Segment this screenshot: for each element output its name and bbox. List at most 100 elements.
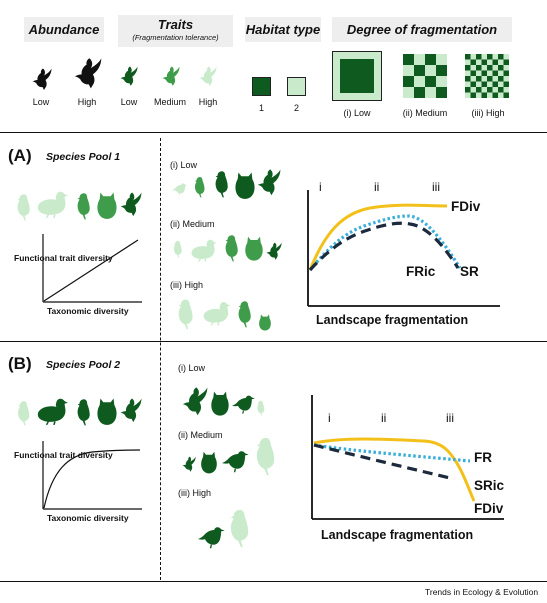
habitat-type-2-label: 2 [293,103,299,113]
fragmentation-high-label: (iii) High [471,108,505,118]
panel-a-level-low-label: (i) Low [170,160,198,170]
panel-b-xlabel: Landscape fragmentation [321,528,474,542]
fragmentation-medium-swatch [403,54,447,98]
trait-low-bird-icon [120,66,138,86]
panel-a-roman-i: i [319,180,322,194]
panel-b-roman-i: i [328,411,331,425]
abundance-low-label: Low [32,97,50,107]
panel-b-fr-label: FR [474,450,492,465]
habitat-title: Habitat type [245,22,321,37]
panel-a-mini-xlabel: Taxonomic diversity [47,306,129,316]
fdiv-curve-a [308,203,448,271]
fdiv-curve-b [313,437,476,502]
pool2-bird-5-icon [120,398,142,423]
pool2-bird-2-icon [37,398,68,425]
divider-middle [0,341,547,342]
habitat-type-1-swatch [252,77,271,96]
fragmentation-header-box [332,17,512,42]
mini-chart-a-line [43,239,139,302]
a-med-bird-5-icon [266,242,282,260]
abundance-title: Abundance [28,22,100,37]
a-low-bird-3-icon [215,171,228,198]
b-high-bird-1-icon [198,527,225,549]
a-low-bird-5-icon [257,169,281,196]
abundance-low-bird-icon [32,68,52,90]
panel-b-roman-iii: iii [446,411,454,425]
a-med-bird-3-icon [225,235,238,262]
habitat-type-1-label: 1 [258,103,264,113]
panel-b-mini-ylabel: Functional trait diversity [14,450,113,460]
panel-b-mini-chart [42,441,142,510]
panel-b-roman-ii: ii [381,411,387,425]
b-med-bird-4-icon [256,437,275,476]
fragmentation-title: Degree of fragmentation [346,22,498,37]
b-med-bird-2-icon [201,451,217,474]
b-med-bird-3-icon [222,451,249,473]
b-low-bird-4-icon [257,400,265,416]
b-low-bird-1-icon [182,387,208,416]
b-med-bird-1-icon [182,456,196,472]
fric-curve-a [308,214,462,272]
pool2-bird-3-icon [77,399,90,426]
habitat-type-2-swatch [287,77,306,96]
panel-b-mini-xlabel: Taxonomic diversity [47,513,129,523]
panel-b-fdiv-label: FDiv [474,501,504,516]
traits-header-box [118,15,233,47]
panel-a-roman-iii: iii [432,180,440,194]
panel-a-level-high-label: (iii) High [170,280,204,290]
mini-chart-b-curve [43,449,141,509]
pool1-bird-4-icon [97,192,117,219]
pool2-bird-4-icon [97,398,117,425]
panel-b-main-chart [311,395,504,520]
a-med-bird-1-icon [173,240,182,258]
panel-a-xlabel: Landscape fragmentation [316,313,469,327]
fragmentation-high-swatch [465,54,509,98]
pool1-bird-5-icon [120,192,142,217]
a-high-bird-2-icon [203,302,231,326]
fragmentation-medium-label: (ii) Medium [402,108,448,118]
trait-low-label: Low [120,97,138,107]
divider-bottom [0,581,547,582]
panel-a-sr-label: SR [460,264,479,279]
traits-title: Traits [157,17,194,32]
panel-separator-dashed [160,138,161,580]
panel-a-roman-ii: ii [374,180,380,194]
panel-a-fdiv-label: FDiv [451,199,481,214]
panel-b-pool-title: Species Pool 2 [46,359,121,371]
pool2-bird-1-icon [18,401,30,426]
panel-a-letter: (A) [8,146,32,165]
a-med-bird-4-icon [245,236,263,261]
traits-subtitle: (Fragmentation tolerance) [132,33,219,42]
habitat-header-box [245,17,321,42]
pool1-bird-2-icon [37,191,68,218]
panel-a-main-chart [307,190,500,307]
panel-b-level-low-label: (i) Low [178,363,206,373]
b-low-bird-2-icon [211,391,229,416]
b-high-bird-2-icon [230,509,249,548]
a-high-bird-3-icon [238,301,251,328]
a-high-bird-1-icon [178,299,193,330]
panel-a-mini-ylabel: Functional trait diversity [14,253,113,263]
panel-a-fric-label: FRic [406,264,436,279]
pool1-bird-3-icon [77,193,90,220]
a-low-bird-2-icon [194,177,205,198]
divider-top [0,132,547,133]
a-high-bird-4-icon [259,314,271,331]
panel-b-level-medium-label: (ii) Medium [178,430,223,440]
panel-b-level-high-label: (iii) High [178,488,212,498]
panel-a-pool-title: Species Pool 1 [46,151,121,163]
panel-b-sric-label: SRic [474,478,505,493]
fr-curve-b [313,443,471,463]
a-low-bird-4-icon [235,172,255,199]
abundance-high-bird-icon [74,58,102,89]
sric-curve-b [313,443,455,481]
abundance-high-label: High [77,97,97,107]
trait-medium-bird-icon [162,66,180,86]
a-low-bird-1-icon [172,183,188,196]
abundance-header-box [24,17,104,42]
sr-curve-a [308,221,460,272]
journal-credit: Trends in Ecology & Evolution [425,587,539,597]
trait-high-label: High [198,97,218,107]
trait-medium-label: Medium [153,97,186,107]
fragmentation-low-label: (i) Low [343,108,371,118]
